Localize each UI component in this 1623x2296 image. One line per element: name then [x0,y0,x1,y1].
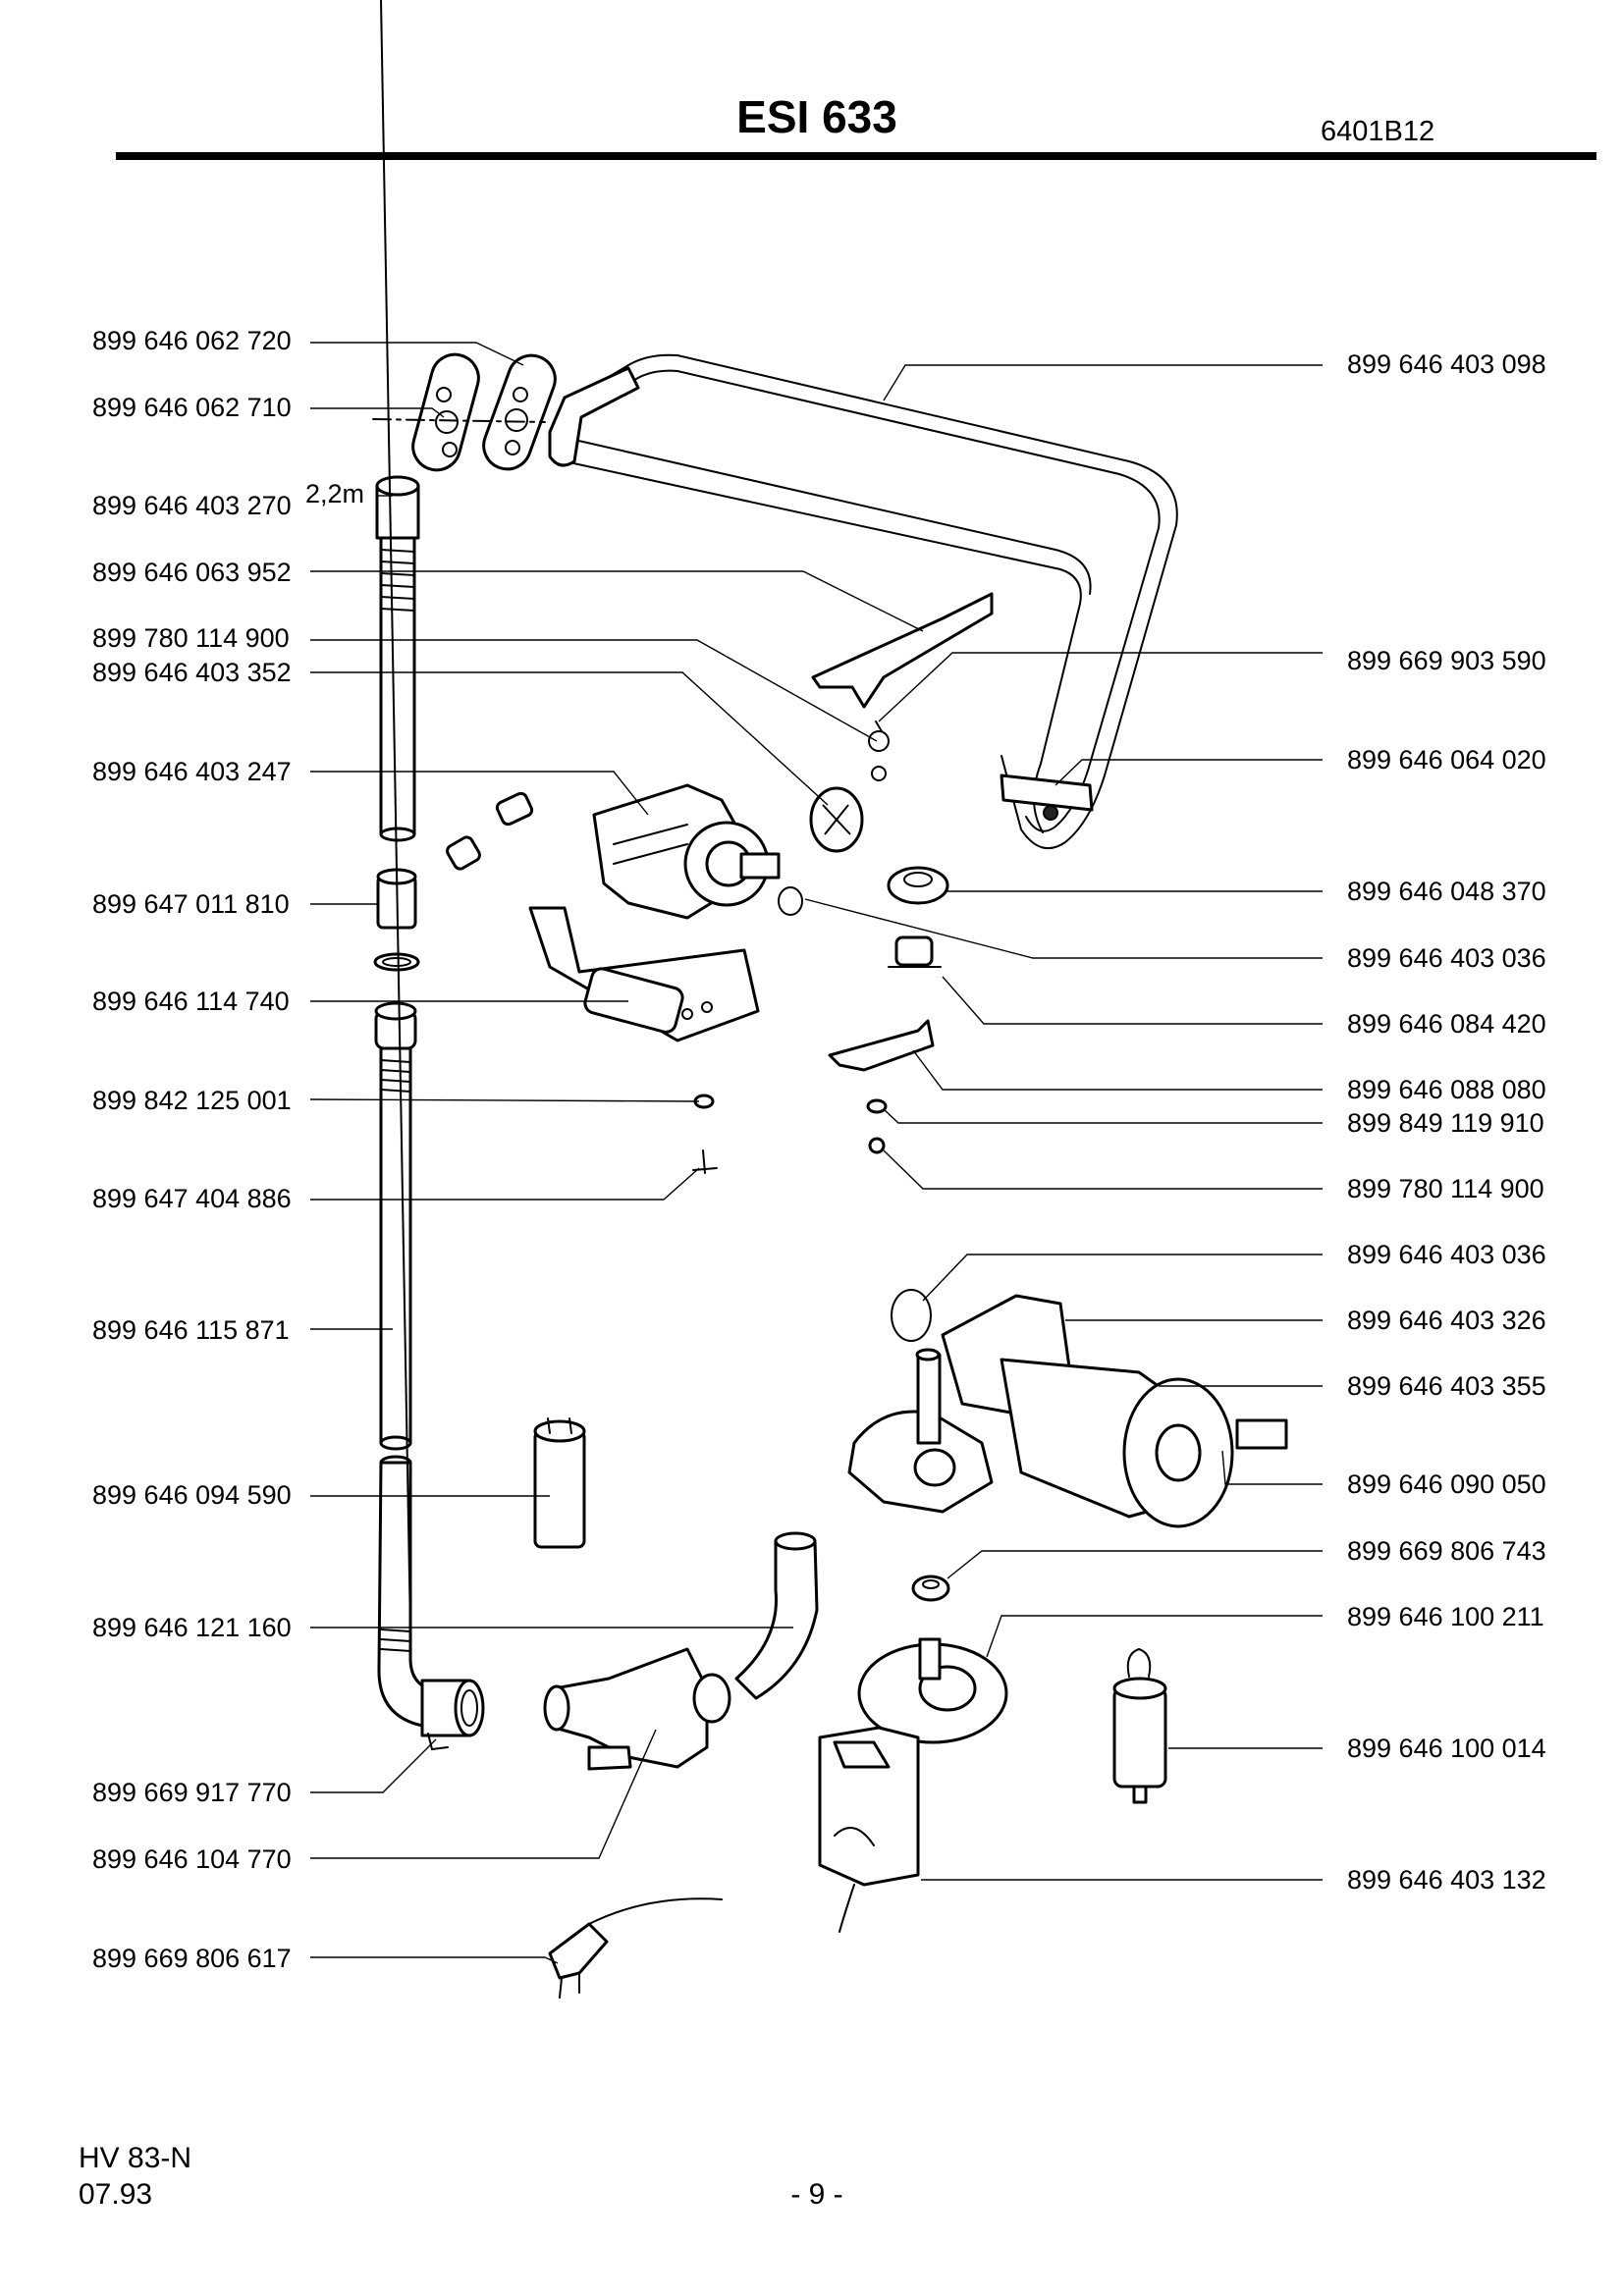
footer-model: HV 83-N [79,2142,191,2174]
leader-line [310,407,445,418]
part-label: 899 669 917 770 [92,1778,292,1807]
drain-hose-lower [374,0,485,1751]
parts-drawing [372,0,1288,1999]
leader-line [986,1615,1323,1658]
leader-line [310,771,649,816]
part-label: 899 646 403 132 [1347,1865,1546,1895]
float-bracket [811,592,994,709]
control-module [818,1726,920,1933]
page-number: - 9 - [790,2178,842,2211]
part-label: 899 669 806 617 [92,1944,292,1973]
footer-date: 07.93 [79,2178,152,2211]
leader-line [1055,759,1323,786]
part-label: 899 646 403 247 [92,757,292,786]
part-label: 899 646 063 952 [92,558,292,587]
part-label: 899 646 084 420 [1347,1009,1546,1039]
part-label: 899 842 125 001 [92,1086,292,1115]
clip [828,1019,935,1072]
mains-plug [548,1897,723,1999]
washers [692,1094,888,1174]
part-label: 899 646 403 036 [1347,1240,1546,1269]
leader-line [883,1108,1323,1124]
level-sensor [888,935,942,968]
leader-line [310,1729,657,1859]
part-label: 899 646 115 871 [92,1315,290,1345]
capacitor-large [1112,1648,1167,1804]
hose-length-label: 2,2m [305,479,364,508]
heating-element [548,353,1178,850]
leader-line [310,342,524,366]
header-rule [116,152,1596,160]
part-label: 899 780 114 900 [92,623,290,653]
part-label: 899 646 104 770 [92,1844,292,1874]
part-label: 899 646 403 098 [1347,349,1546,379]
leader-line [310,639,878,742]
part-label: 899 646 403 326 [1347,1306,1546,1335]
leader-line [310,1167,700,1201]
circulation-pump [857,1637,1008,1744]
left-labels: 899 646 062 720 899 646 062 710 899 646 … [92,326,364,1973]
leader-line [912,1049,1323,1091]
part-label: 899 646 100 014 [1347,1734,1546,1763]
part-label: 899 646 094 590 [92,1480,292,1510]
part-label: 899 646 121 160 [92,1613,292,1642]
part-label: 899 646 090 050 [1347,1469,1546,1499]
motor-assembly [847,1289,1288,1528]
capacitor-small [533,1417,586,1549]
leader-line [947,1550,1323,1579]
leader-line [310,1956,559,1964]
part-label: 899 646 403 270 [92,491,292,520]
right-labels: 899 646 403 098 899 669 903 590 899 646 … [1347,349,1546,1895]
part-label: 899 646 048 370 [1347,877,1546,906]
part-label: 899 646 064 020 [1347,745,1546,774]
curved-hose [734,1531,819,1700]
leader-line [1221,1450,1323,1485]
part-label: 899 780 114 900 [1347,1174,1544,1203]
grommet [911,1575,950,1602]
leader-lines [309,342,1323,1964]
part-label: 899 646 088 080 [1347,1075,1546,1104]
leader-line [310,1738,437,1793]
inlet-hose-upper [375,475,420,842]
part-label: 899 646 062 710 [92,393,292,422]
leader-line [883,364,1323,401]
seal-ring [778,866,949,916]
part-label: 899 647 404 886 [92,1184,292,1213]
part-label: 899 646 403 036 [1347,943,1546,973]
mounting-brackets [372,352,557,472]
leader-line [878,652,1323,722]
page-title: ESI 633 [736,91,897,142]
part-label: 899 646 100 211 [1347,1602,1544,1631]
impeller [809,721,890,853]
leader-line [310,570,924,632]
leader-line [804,898,1323,959]
part-label: 899 646 062 720 [92,326,292,355]
leader-line [310,671,829,806]
leader-line [309,1098,700,1102]
part-label: 899 669 806 743 [1347,1536,1546,1566]
part-label: 899 646 403 355 [1347,1371,1546,1401]
leader-line [942,976,1323,1025]
leader-line [922,1254,1323,1302]
part-label: 899 647 011 810 [92,889,290,919]
document-code: 6401B12 [1321,116,1434,147]
part-label: 899 849 119 910 [1347,1108,1544,1138]
drain-fitting [543,1647,731,1771]
programmer-unit [528,783,781,1042]
leader-line [883,1149,1323,1190]
part-label: 899 646 114 740 [92,987,290,1016]
part-label: 899 646 403 352 [92,658,292,687]
part-label: 899 669 903 590 [1347,646,1546,675]
small-fittings [446,791,534,871]
